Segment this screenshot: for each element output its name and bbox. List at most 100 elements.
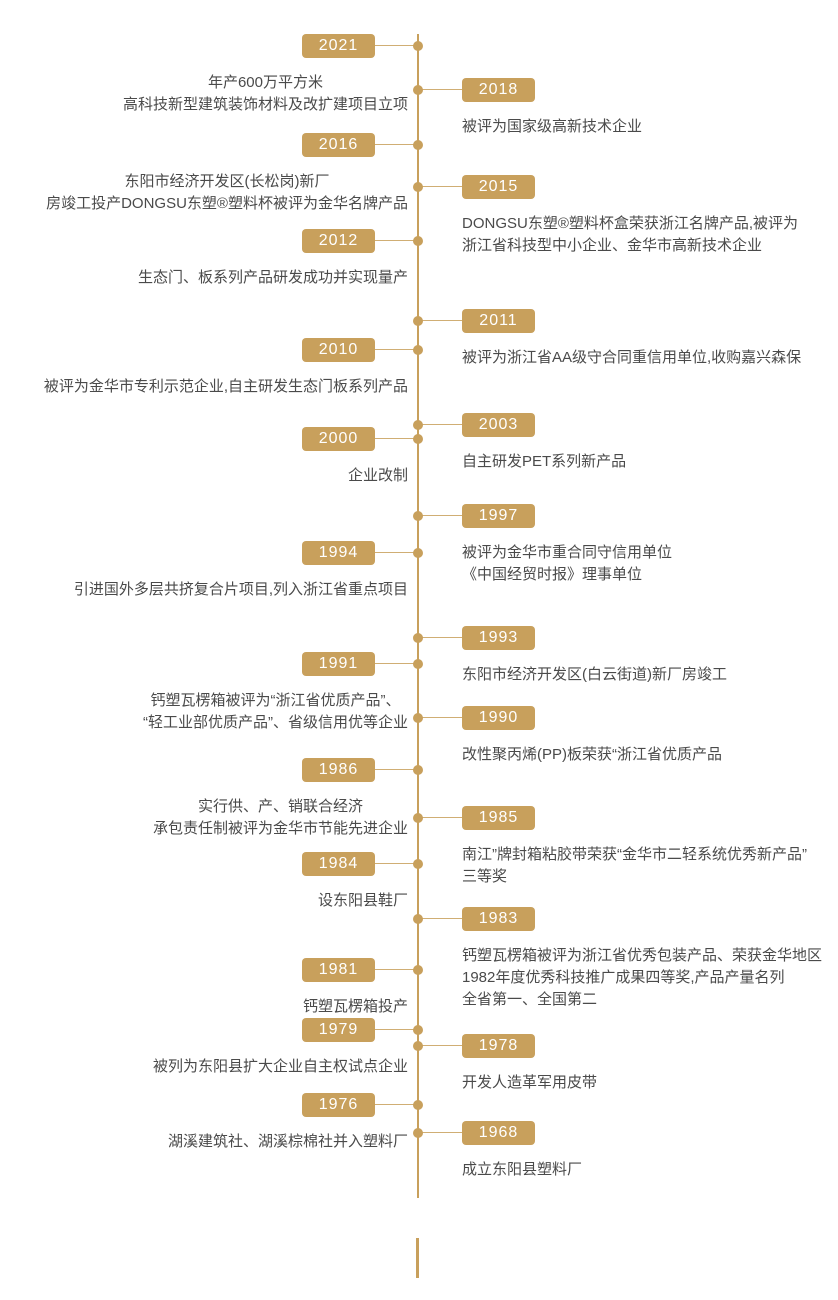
entry-text-line: 钙塑瓦楞箱投产 bbox=[302, 998, 408, 1015]
year-label: 1984 bbox=[318, 855, 359, 872]
entry-connector-line bbox=[375, 969, 418, 970]
entry-text-line: 湖溪建筑社、湖溪棕棉社并入塑料厂 bbox=[167, 1133, 408, 1150]
timeline-dot bbox=[413, 813, 423, 823]
entry-connector-line bbox=[419, 89, 462, 90]
year-label: 2018 bbox=[478, 81, 519, 98]
year-badge: 2021 bbox=[302, 34, 375, 58]
entry-description: 设东阳县鞋厂 bbox=[318, 890, 408, 912]
entry-connector-line bbox=[375, 552, 418, 553]
year-label: 2003 bbox=[478, 416, 519, 433]
timeline-dot bbox=[413, 511, 423, 521]
year-badge: 1979 bbox=[302, 1018, 375, 1042]
year-label: 1991 bbox=[318, 655, 359, 672]
year-label: 1993 bbox=[478, 629, 519, 646]
year-label: 2010 bbox=[318, 341, 359, 358]
entry-connector-line bbox=[375, 349, 418, 350]
entry-text-line: 被列为东阳县扩大企业自主权试点企业 bbox=[152, 1058, 408, 1075]
year-badge: 1993 bbox=[462, 626, 535, 650]
entry-text-line: 设东阳县鞋厂 bbox=[317, 892, 408, 909]
year-badge: 2012 bbox=[302, 229, 375, 253]
year-label: 2000 bbox=[318, 430, 359, 447]
entry-description: 东阳市经济开发区(白云街道)新厂房竣工 bbox=[462, 664, 727, 686]
timeline-dot bbox=[413, 420, 423, 430]
entry-description: 开发人造革军用皮带 bbox=[462, 1072, 597, 1094]
timeline-dot bbox=[413, 1041, 423, 1051]
entry-text-line: 被评为金华市重合同守信用单位 bbox=[462, 544, 673, 561]
entry-text-line: 改性聚丙烯(PP)板荣获“浙江省优质产品 bbox=[462, 746, 722, 763]
entry-description: 被评为国家级高新技术企业 bbox=[462, 116, 642, 138]
entry-text-line: 被评为浙江省AA级守合同重信用单位,收购嘉兴森保 bbox=[462, 349, 802, 366]
entry-description: 被评为浙江省AA级守合同重信用单位,收购嘉兴森保 bbox=[462, 347, 801, 369]
year-badge: 1990 bbox=[462, 706, 535, 730]
entry-description: 钙塑瓦楞箱投产 bbox=[303, 996, 408, 1018]
entry-connector-line bbox=[419, 717, 462, 718]
entry-connector-line bbox=[375, 45, 418, 46]
entry-connector-line bbox=[375, 1104, 418, 1105]
entry-description: 湖溪建筑社、湖溪棕棉社并入塑料厂 bbox=[168, 1131, 408, 1153]
timeline-dot bbox=[413, 434, 423, 444]
year-label: 1986 bbox=[318, 761, 359, 778]
timeline-dot bbox=[413, 965, 423, 975]
year-label: 2016 bbox=[318, 136, 359, 153]
entry-connector-line bbox=[419, 1132, 462, 1133]
year-badge: 2003 bbox=[462, 413, 535, 437]
year-badge: 1985 bbox=[462, 806, 535, 830]
entry-connector-line bbox=[375, 663, 418, 664]
entry-connector-line bbox=[375, 1029, 418, 1030]
entry-description: 引进国外多层共挤复合片项目,列入浙江省重点项目 bbox=[74, 579, 408, 601]
year-label: 1990 bbox=[478, 709, 519, 726]
timeline-dot bbox=[413, 85, 423, 95]
year-badge: 1968 bbox=[462, 1121, 535, 1145]
timeline-dot bbox=[413, 1128, 423, 1138]
entry-text-line: 东阳市经济开发区(长松岗)新厂 bbox=[124, 173, 330, 190]
entry-text-line: 自主研发PET系列新产品 bbox=[462, 453, 627, 470]
entry-text-line: 全省第一、全国第二 bbox=[462, 991, 598, 1008]
timeline-dot bbox=[413, 659, 423, 669]
year-label: 2011 bbox=[479, 312, 518, 329]
timeline-dot bbox=[413, 236, 423, 246]
entry-description: 改性聚丙烯(PP)板荣获“浙江省优质产品 bbox=[462, 744, 722, 766]
timeline-dot bbox=[413, 1100, 423, 1110]
entry-text-line: 年产600万平方米 bbox=[207, 74, 323, 91]
timeline-dot bbox=[413, 182, 423, 192]
entry-text-line: 《中国经贸时报》理事单位 bbox=[462, 566, 643, 583]
entry-text-line: 成立东阳县塑料厂 bbox=[462, 1161, 583, 1178]
entry-connector-line bbox=[419, 1045, 462, 1046]
year-badge: 1984 bbox=[302, 852, 375, 876]
entry-connector-line bbox=[419, 186, 462, 187]
entry-description: 被评为金华市专利示范企业,自主研发生态门板系列产品 bbox=[44, 376, 408, 398]
timeline-dot bbox=[413, 345, 423, 355]
year-label: 1979 bbox=[318, 1021, 359, 1038]
entry-text-line: 实行供、产、销联合经济 bbox=[197, 798, 363, 815]
timeline-dot bbox=[413, 316, 423, 326]
entry-description: 钙塑瓦楞箱被评为浙江省优秀包装产品、荣获金华地区 1982年度优秀科技推广成果四等… bbox=[462, 945, 822, 1011]
entry-text-line: 房竣工投产DONGSU东塑®塑料杯被评为金华名牌产品 bbox=[46, 195, 408, 212]
year-label: 2021 bbox=[318, 37, 359, 54]
year-label: 1978 bbox=[478, 1037, 519, 1054]
entry-text-line: 高科技新型建筑装饰材料及改扩建项目立项 bbox=[122, 96, 408, 113]
entry-description: 企业改制 bbox=[348, 465, 408, 487]
entry-text-line: 浙江省科技型中小企业、金华市高新技术企业 bbox=[462, 237, 763, 254]
timeline-dot bbox=[413, 633, 423, 643]
entry-description: 钙塑瓦楞箱被评为“浙江省优质产品”、“轻工业部优质产品”、省级信用优等企业 bbox=[143, 690, 408, 734]
year-badge: 1976 bbox=[302, 1093, 375, 1117]
entry-description: 生态门、板系列产品研发成功并实现量产 bbox=[138, 267, 408, 289]
entry-text-line: 被评为金华市专利示范企业,自主研发生态门板系列产品 bbox=[43, 378, 408, 395]
entry-text-line: 1982年度优秀科技推广成果四等奖,产品产量名列 bbox=[462, 969, 785, 986]
timeline-dot bbox=[413, 548, 423, 558]
timeline-dot bbox=[413, 1025, 423, 1035]
entry-text-line: 南江”牌封箱粘胶带荣获“金华市二轻系统优秀新产品” bbox=[462, 846, 807, 863]
year-badge: 2000 bbox=[302, 427, 375, 451]
entry-description: 被列为东阳县扩大企业自主权试点企业 bbox=[153, 1056, 408, 1078]
year-label: 1983 bbox=[478, 910, 519, 927]
entry-description: 实行供、产、销联合经济承包责任制被评为金华市节能先进企业 bbox=[153, 796, 408, 840]
entry-description: 东阳市经济开发区(长松岗)新厂房竣工投产DONGSU东塑®塑料杯被评为金华名牌产… bbox=[46, 171, 408, 215]
year-label: 1985 bbox=[478, 809, 519, 826]
entry-text-line: “轻工业部优质产品”、省级信用优等企业 bbox=[143, 714, 408, 731]
entry-text-line: 生态门、板系列产品研发成功并实现量产 bbox=[137, 269, 408, 286]
year-badge: 2011 bbox=[462, 309, 535, 333]
year-badge: 1991 bbox=[302, 652, 375, 676]
entry-text-line: 钙塑瓦楞箱被评为浙江省优秀包装产品、荣获金华地区 bbox=[462, 947, 823, 964]
entry-text-line: 东阳市经济开发区(白云街道)新厂房竣工 bbox=[462, 666, 727, 683]
